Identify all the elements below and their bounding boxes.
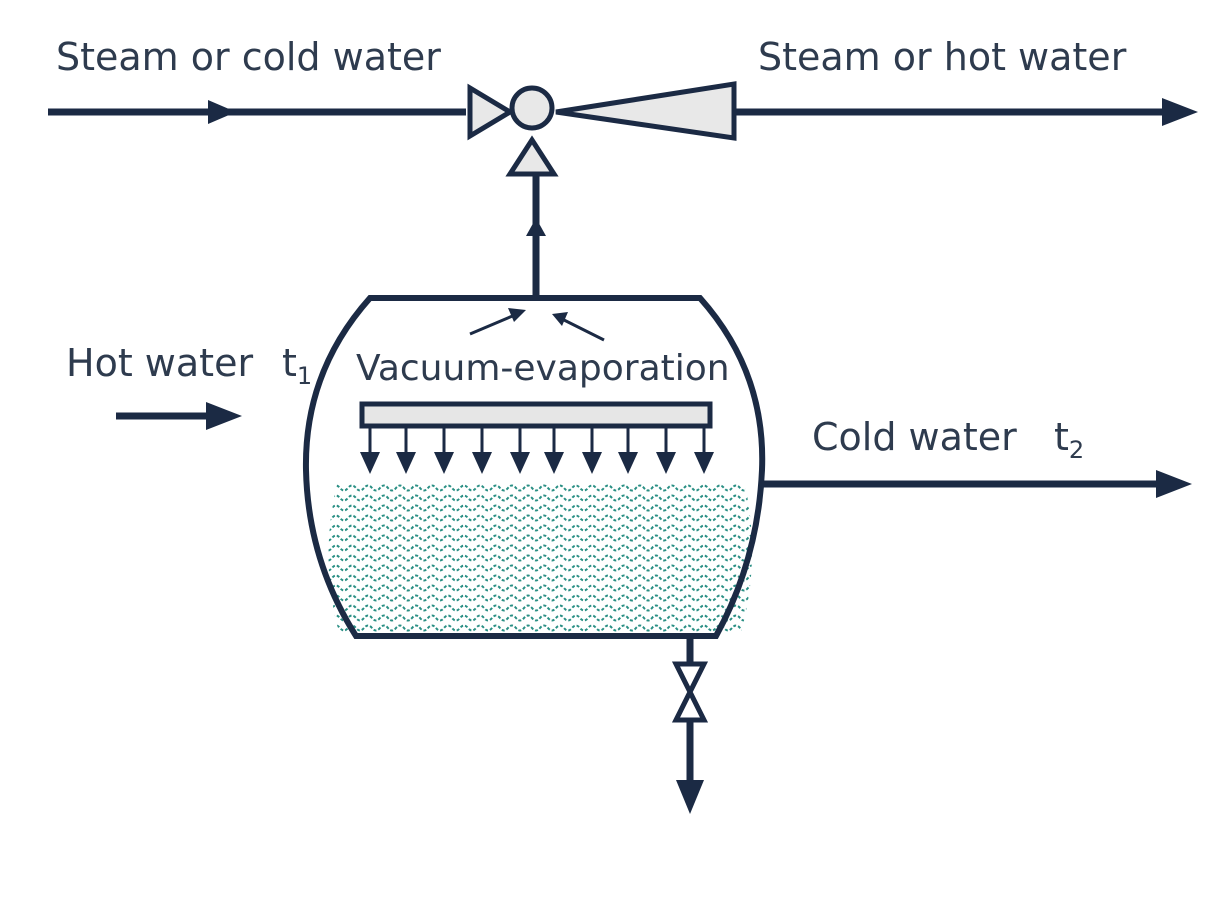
temp-symbol: t bbox=[282, 341, 297, 385]
water-wave bbox=[328, 544, 753, 552]
water-wave bbox=[328, 504, 753, 512]
drain-line bbox=[671, 636, 709, 814]
vapor-arrows bbox=[469, 308, 605, 342]
steam-outlet-line bbox=[734, 98, 1198, 126]
temp-symbol: t bbox=[1054, 415, 1069, 459]
water-wave bbox=[328, 514, 753, 522]
spray-arrow-head bbox=[656, 452, 676, 474]
label-steam-inlet: Steam or cold water bbox=[56, 35, 441, 79]
spray-nozzles bbox=[360, 428, 714, 474]
water-wave bbox=[328, 604, 753, 612]
label-steam-outlet: Steam or hot water bbox=[758, 35, 1127, 79]
water-wave bbox=[328, 574, 753, 582]
vapor-pipe bbox=[526, 176, 546, 298]
water-wave bbox=[328, 524, 753, 532]
spray-arrow-head bbox=[396, 452, 416, 474]
spray-arrow-head bbox=[472, 452, 492, 474]
temp-subscript: 1 bbox=[297, 362, 312, 390]
hot-water-inlet-arrow bbox=[116, 402, 242, 430]
spray-arrow-head bbox=[582, 452, 602, 474]
water-wave bbox=[328, 494, 753, 502]
spray-arrow-head bbox=[510, 452, 530, 474]
water-wave bbox=[328, 564, 753, 572]
water-wave bbox=[328, 584, 753, 592]
cold-water-outlet-line bbox=[762, 470, 1192, 498]
label-cold-water: Cold water bbox=[812, 415, 1017, 459]
spray-arrow-head bbox=[434, 452, 454, 474]
water-wave bbox=[328, 594, 753, 602]
water-wave bbox=[328, 484, 753, 492]
steam-inlet-line bbox=[48, 100, 466, 124]
spray-header bbox=[359, 401, 713, 429]
drain-valve-icon bbox=[671, 661, 709, 723]
label-vacuum-evaporation: Vacuum-evaporation bbox=[356, 348, 730, 389]
spray-arrow-head bbox=[694, 452, 714, 474]
ejector-nozzle bbox=[467, 81, 737, 177]
temp-subscript: 2 bbox=[1069, 436, 1084, 464]
water-wave bbox=[328, 554, 753, 562]
label-hot-water: Hot water bbox=[66, 341, 253, 385]
water-wave bbox=[328, 624, 753, 632]
label-hot-water-temp: t1 bbox=[282, 341, 312, 390]
spray-arrow-head bbox=[544, 452, 564, 474]
water-wave bbox=[328, 614, 753, 622]
water-wave bbox=[328, 534, 753, 542]
water-pool bbox=[328, 480, 753, 636]
label-cold-water-temp: t2 bbox=[1054, 415, 1084, 464]
spray-arrow-head bbox=[360, 452, 380, 474]
evaporator-vessel bbox=[302, 295, 766, 639]
spray-arrow-head bbox=[618, 452, 638, 474]
